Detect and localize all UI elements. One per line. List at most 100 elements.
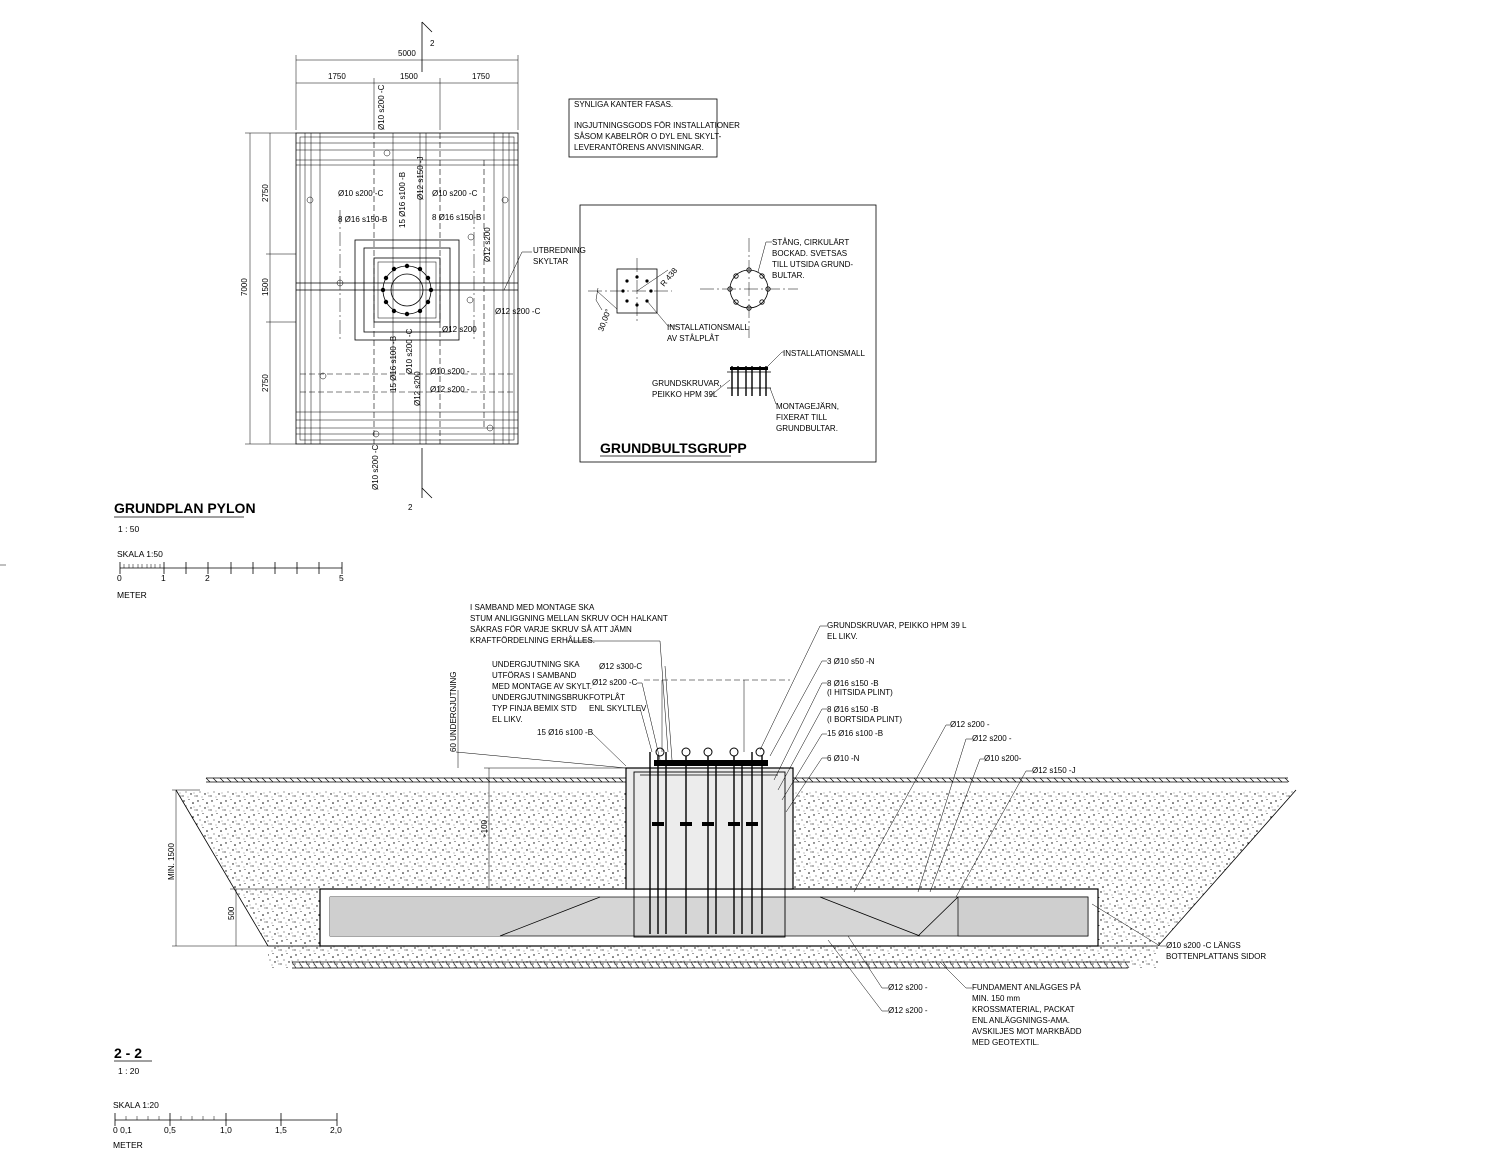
svg-text:6 Ø10 -N: 6 Ø10 -N — [827, 754, 860, 763]
section-notes-left: I SAMBAND MED MONTAGE SKA STUM ANLIGGNIN… — [470, 603, 673, 767]
svg-text:15 Ø16 s100 -B: 15 Ø16 s100 -B — [389, 336, 398, 392]
svg-text:MIN. 150 mm: MIN. 150 mm — [972, 994, 1020, 1003]
svg-text:1: 1 — [161, 573, 166, 583]
svg-text:Ø10 s200 -C: Ø10 s200 -C — [338, 189, 384, 198]
svg-text:8 Ø16 s150-B: 8 Ø16 s150-B — [338, 215, 387, 224]
dim-mid: 1500 — [400, 72, 418, 81]
dim-top-height: 2750 — [261, 184, 270, 202]
detail-grundbultsgrupp: R 438 30,00° INSTALLATIONSMALL AV STÅLPL… — [579, 204, 877, 463]
general-note: SYNLIGA KANTER FASAS. INGJUTNINGSGODS FÖ… — [568, 98, 740, 158]
plan-rebar-labels: Ø10 s200 -C Ø10 s200 -C Ø10 s200 -C 8 Ø1… — [338, 84, 541, 490]
svg-text:(I BORTSIDA PLINT): (I BORTSIDA PLINT) — [827, 715, 902, 724]
svg-text:UTFÖRAS I SAMBAND: UTFÖRAS I SAMBAND — [492, 671, 577, 680]
svg-text:Ø10 s200 -C: Ø10 s200 -C — [371, 444, 380, 490]
dim-total-width: 5000 — [398, 49, 416, 58]
svg-text:1,0: 1,0 — [220, 1125, 232, 1135]
svg-text:SÄKRAS FÖR VARJE SKRUV SÅ ATT: SÄKRAS FÖR VARJE SKRUV SÅ ATT JÄMN — [470, 625, 632, 634]
svg-text:15 Ø16 s100 -B: 15 Ø16 s100 -B — [398, 172, 407, 228]
callout-utbredning: UTBREDNING SKYLTAR — [503, 246, 586, 291]
svg-text:FIXERAT TILL: FIXERAT TILL — [776, 413, 828, 422]
svg-text:SÅSOM KABELRÖR O DYL ENL SKYLT: SÅSOM KABELRÖR O DYL ENL SKYLT- — [574, 132, 722, 141]
section-mark-bottom: 2 — [408, 448, 433, 512]
svg-text:1,5: 1,5 — [275, 1125, 287, 1135]
svg-text:8 Ø16 s150 -B: 8 Ø16 s150 -B — [827, 705, 879, 714]
svg-text:MONTAGEJÄRN,: MONTAGEJÄRN, — [776, 402, 839, 411]
dim-right: 1750 — [472, 72, 490, 81]
svg-text:KRAFTFÖRDELNING ERHÅLLES.: KRAFTFÖRDELNING ERHÅLLES. — [470, 636, 595, 645]
svg-text:INSTALLATIONSMALL: INSTALLATIONSMALL — [783, 349, 866, 358]
svg-text:Ø10 s200 -: Ø10 s200 - — [430, 367, 470, 376]
section-mark-top: 2 — [421, 21, 435, 72]
svg-text:15 Ø16 s100 -B: 15 Ø16 s100 -B — [827, 729, 883, 738]
svg-text:SYNLIGA KANTER FASAS.: SYNLIGA KANTER FASAS. — [574, 100, 673, 109]
svg-text:UNDERGJUTNING SKA: UNDERGJUTNING SKA — [492, 660, 580, 669]
dim-total-height: 7000 — [240, 278, 249, 296]
plan-scale: 1 : 50 — [118, 524, 140, 534]
svg-text:Ø10 s200-: Ø10 s200- — [984, 754, 1022, 763]
svg-text:R 438: R 438 — [659, 266, 680, 289]
svg-text:UNDERGJUTNINGSBRUK: UNDERGJUTNINGSBRUK — [492, 693, 590, 702]
svg-text:2: 2 — [205, 573, 210, 583]
svg-text:0,5: 0,5 — [164, 1125, 176, 1135]
section-dimensions: MIN. 1500 500 ~100 60 UNDERGJUTNING — [167, 672, 627, 947]
anchor-bolts — [640, 747, 778, 934]
svg-text:Ø12 s150 -J: Ø12 s150 -J — [1032, 766, 1076, 775]
svg-text:Ø12 s200 -: Ø12 s200 - — [950, 720, 990, 729]
svg-text:I SAMBAND MED MONTAGE SKA: I SAMBAND MED MONTAGE SKA — [470, 603, 595, 612]
svg-text:Ø10 s200 -C: Ø10 s200 -C — [405, 328, 414, 374]
plan-slab — [295, 132, 519, 445]
svg-text:MIN. 1500: MIN. 1500 — [167, 843, 176, 880]
svg-text:8 Ø16 s150 -B: 8 Ø16 s150 -B — [827, 679, 879, 688]
svg-text:SKALA 1:20: SKALA 1:20 — [113, 1100, 159, 1110]
svg-text:(I HITSIDA PLINT): (I HITSIDA PLINT) — [827, 688, 893, 697]
svg-text:FOTPLÅT: FOTPLÅT — [589, 693, 625, 702]
svg-text:Ø12 s200 -C: Ø12 s200 -C — [592, 678, 638, 687]
svg-text:Ø10 s200 -C: Ø10 s200 -C — [432, 189, 478, 198]
svg-text:3 Ø10 s50 -N: 3 Ø10 s50 -N — [827, 657, 875, 666]
svg-text:TYP FINJA BEMIX STD: TYP FINJA BEMIX STD — [492, 704, 577, 713]
svg-text:Ø12 s200: Ø12 s200 — [483, 227, 492, 262]
svg-text:Ø12 s200 -: Ø12 s200 - — [430, 385, 470, 394]
svg-text:UTBREDNING: UTBREDNING — [533, 246, 586, 255]
svg-text:Ø12 s150 -J: Ø12 s150 -J — [416, 156, 425, 200]
svg-text:GRUNDSKRUVAR, PEIKKO HPM 39 L: GRUNDSKRUVAR, PEIKKO HPM 39 L — [827, 621, 967, 630]
svg-text:5: 5 — [339, 573, 344, 583]
svg-text:60 UNDERGJUTNING: 60 UNDERGJUTNING — [449, 672, 458, 752]
svg-text:Ø12 s200: Ø12 s200 — [442, 325, 477, 334]
plan-bolt-group — [380, 263, 434, 317]
svg-text:AV STÅLPLÅT: AV STÅLPLÅT — [667, 334, 719, 343]
svg-text:Ø12 s200 -C: Ø12 s200 -C — [495, 307, 541, 316]
svg-text:ENL SKYLTLEV: ENL SKYLTLEV — [589, 704, 647, 713]
section-scale: 1 : 20 — [118, 1066, 140, 1076]
dim-left: 1750 — [328, 72, 346, 81]
svg-text:LEVERANTÖRENS ANVISNINGAR.: LEVERANTÖRENS ANVISNINGAR. — [574, 143, 704, 152]
svg-text:Ø12 s200 -: Ø12 s200 - — [972, 734, 1012, 743]
detail-bolt-elevation — [727, 366, 771, 396]
plan-view: 2 2 5000 1750 1500 1750 — [0, 21, 586, 600]
svg-text:8 Ø16 s150-B: 8 Ø16 s150-B — [432, 213, 481, 222]
svg-text:0: 0 — [117, 573, 122, 583]
svg-text:SKYLTAR: SKYLTAR — [533, 257, 568, 266]
svg-text:PEIKKO HPM 39L: PEIKKO HPM 39L — [652, 390, 718, 399]
svg-text:~100: ~100 — [480, 819, 489, 838]
svg-text:BOTTENPLATTANS SIDOR: BOTTENPLATTANS SIDOR — [1166, 952, 1266, 961]
plinth — [625, 767, 794, 890]
dim-mid-height: 1500 — [261, 278, 270, 296]
section-view: MIN. 1500 500 ~100 60 UNDERGJUTNING I SA… — [113, 603, 1297, 1150]
svg-text:METER: METER — [113, 1140, 143, 1150]
svg-text:TILL UTSIDA GRUND-: TILL UTSIDA GRUND- — [772, 260, 853, 269]
svg-text:BOCKAD. SVETSAS: BOCKAD. SVETSAS — [772, 249, 847, 258]
svg-text:GRUNDSKRUVAR,: GRUNDSKRUVAR, — [652, 379, 722, 388]
svg-text:STÅNG, CIRKULÄRT: STÅNG, CIRKULÄRT — [772, 238, 849, 247]
svg-text:GRUNDBULTAR.: GRUNDBULTAR. — [776, 424, 838, 433]
svg-text:2,0: 2,0 — [330, 1125, 342, 1135]
svg-text:15 Ø16 s100 -B: 15 Ø16 s100 -B — [537, 728, 593, 737]
scalebar-1-50: SKALA 1:50 0 1 2 5 METER — [117, 549, 344, 600]
svg-text:0 0,1: 0 0,1 — [113, 1125, 132, 1135]
svg-text:METER: METER — [117, 590, 147, 600]
svg-text:30,00°: 30,00° — [596, 308, 612, 333]
svg-text:INGJUTNINGSGODS FÖR INSTALLATI: INGJUTNINGSGODS FÖR INSTALLATIONER — [574, 121, 740, 130]
svg-text:Ø12 s200 -: Ø12 s200 - — [888, 983, 928, 992]
svg-text:500: 500 — [227, 906, 236, 920]
svg-text:EL LIKV.: EL LIKV. — [827, 632, 858, 641]
